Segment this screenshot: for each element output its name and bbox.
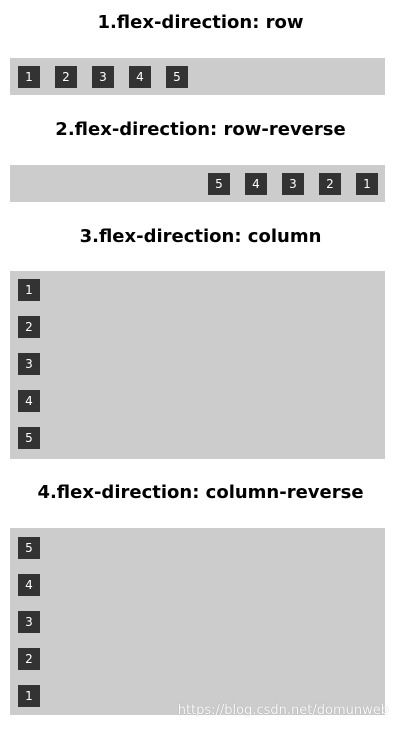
flex-item: 4 <box>18 574 40 596</box>
flex-item: 4 <box>129 65 151 88</box>
flex-item: 2 <box>18 316 40 338</box>
flex-item: 2 <box>18 648 40 670</box>
flex-item: 3 <box>18 611 40 633</box>
flex-item: 3 <box>92 65 114 88</box>
flex-item: 5 <box>208 172 230 195</box>
flex-item: 1 <box>356 172 378 195</box>
watermark: https://blog.csdn.net/domunweb <box>177 703 389 718</box>
flex-item: 3 <box>18 353 40 375</box>
flex-item: 2 <box>319 172 341 195</box>
flex-container-column: 1 2 3 4 5 <box>10 271 385 459</box>
flex-item: 2 <box>55 65 77 88</box>
section-title: 4.flex-direction: column-reverse <box>37 482 364 503</box>
flex-item: 1 <box>18 279 40 301</box>
flex-container-row-reverse: 1 2 3 4 5 <box>10 165 385 202</box>
flex-item: 1 <box>18 685 40 707</box>
flex-item: 4 <box>245 172 267 195</box>
flex-item: 3 <box>282 172 304 195</box>
flex-item: 1 <box>18 65 40 88</box>
flex-item: 4 <box>18 390 40 412</box>
flex-item: 5 <box>18 537 40 559</box>
flex-item: 5 <box>166 65 188 88</box>
flex-item: 5 <box>18 427 40 449</box>
section-title: 2.flex-direction: row-reverse <box>55 119 346 140</box>
flex-container-row: 1 2 3 4 5 <box>10 58 385 95</box>
flex-container-column-reverse: 1 2 3 4 5 <box>10 528 385 715</box>
section-title: 3.flex-direction: column <box>79 226 322 247</box>
section-title: 1.flex-direction: row <box>97 12 304 33</box>
